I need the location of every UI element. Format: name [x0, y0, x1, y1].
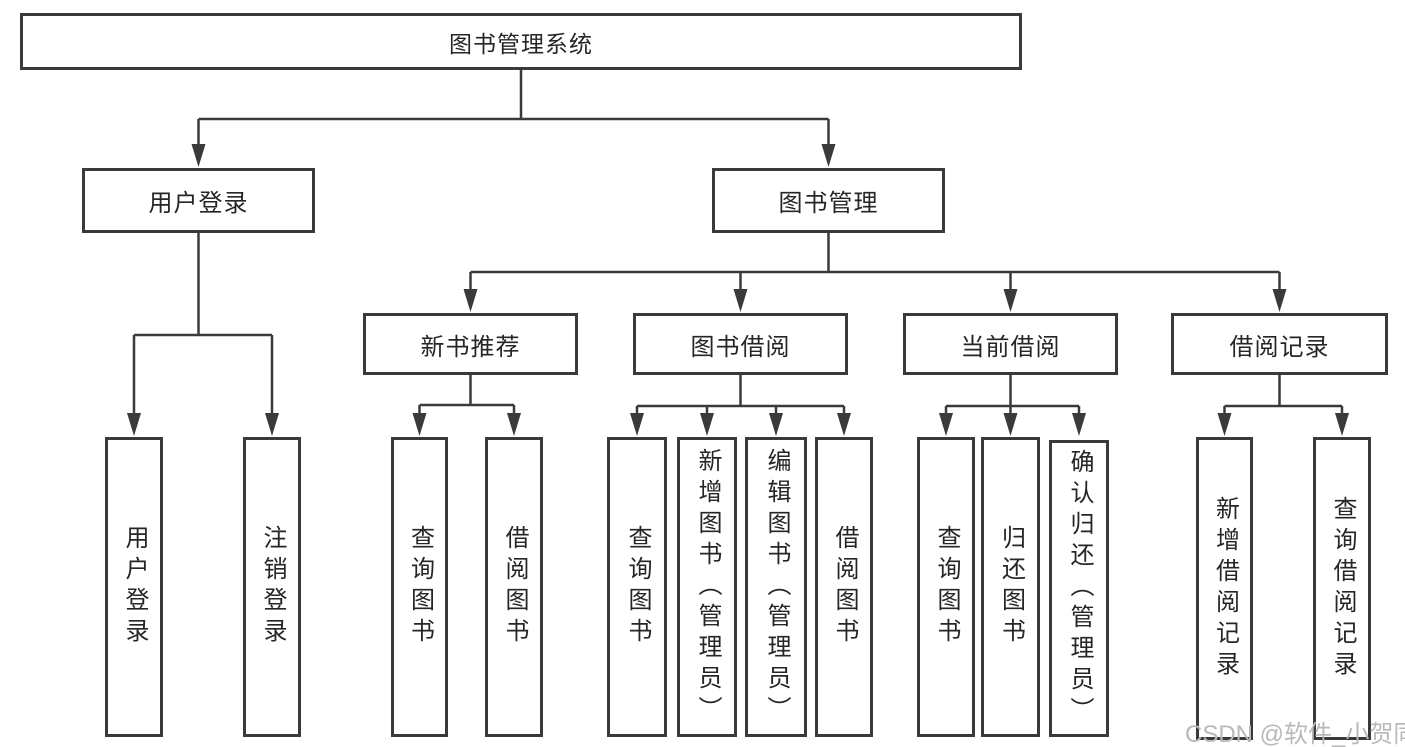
node-root-system: 图书管理系统 — [20, 13, 1022, 70]
arrowhead — [939, 413, 953, 436]
node-label: 图书管理 — [778, 190, 879, 217]
arrowhead — [265, 413, 279, 436]
arrowhead — [1272, 289, 1287, 312]
node-label: 借阅图书 — [501, 525, 528, 649]
node-label: 图书管理系统 — [449, 30, 593, 57]
leaf-query-books-current: 查询图书 — [917, 437, 975, 737]
node-label: 新增借阅记录 — [1211, 495, 1239, 682]
node-label: 当前借阅 — [960, 333, 1061, 361]
node-current-borrow: 当前借阅 — [903, 313, 1118, 375]
node-borrow-records: 借阅记录 — [1171, 313, 1388, 375]
leaf-user-login: 用户登录 — [105, 437, 163, 737]
node-label: 编辑图书（管理员） — [763, 447, 790, 727]
node-label: 确认归还（管理员） — [1066, 449, 1093, 728]
connector-book-borrow-to-leaves — [630, 375, 851, 436]
arrowhead — [1335, 413, 1349, 436]
connector-root-to-level2 — [191, 70, 836, 167]
arrowhead — [769, 413, 783, 436]
connector-user-login-to-leaves — [127, 233, 279, 436]
node-label: 归还图书 — [997, 525, 1025, 649]
node-new-book-recommend: 新书推荐 — [363, 313, 578, 375]
csdn-watermark: CSDN @软件_小贺同学 — [1185, 721, 1405, 747]
leaf-query-borrow-record: 查询借阅记录 — [1313, 437, 1371, 740]
leaf-add-borrow-record: 新增借阅记录 — [1196, 437, 1253, 740]
node-label: 借阅图书 — [831, 525, 858, 649]
arrowhead — [837, 413, 851, 436]
node-label: 查询图书 — [933, 525, 960, 649]
leaf-query-books-recommend: 查询图书 — [391, 437, 448, 737]
node-label: 借阅记录 — [1229, 333, 1330, 361]
node-label: 用户登录 — [148, 190, 249, 217]
node-label: 查询借阅记录 — [1329, 495, 1356, 682]
node-book-borrow: 图书借阅 — [633, 313, 848, 375]
node-label: 图书借阅 — [690, 333, 791, 361]
arrowhead — [507, 413, 521, 436]
arrowhead — [127, 413, 141, 436]
node-label: 查询图书 — [624, 525, 651, 649]
node-book-management-branch: 图书管理 — [712, 168, 945, 233]
node-label: 新增图书（管理员） — [694, 447, 721, 727]
arrowhead — [700, 413, 714, 436]
arrowhead — [1217, 413, 1232, 436]
arrowhead — [1072, 413, 1086, 436]
leaf-confirm-return-admin: 确认归还（管理员） — [1049, 440, 1109, 737]
arrowhead — [191, 144, 206, 167]
leaf-logout: 注销登录 — [243, 437, 301, 737]
node-label: 查询图书 — [406, 525, 434, 649]
leaf-add-books-admin: 新增图书（管理员） — [677, 437, 737, 737]
node-label: 用户登录 — [121, 525, 148, 649]
node-label: 新书推荐 — [420, 333, 521, 361]
connector-current-borrow-to-leaves — [939, 375, 1086, 436]
arrowhead — [733, 289, 748, 312]
connector-borrow-records-to-leaves — [1217, 375, 1349, 436]
arrowhead — [412, 413, 427, 436]
connector-new-books-to-leaves — [412, 375, 521, 436]
leaf-borrow-books: 借阅图书 — [815, 437, 873, 737]
arrowhead — [630, 413, 644, 436]
node-label: 注销登录 — [259, 525, 286, 649]
connector-book-mgmt-to-level3 — [463, 233, 1287, 312]
node-user-login-branch: 用户登录 — [82, 168, 315, 233]
leaf-query-books-borrow: 查询图书 — [607, 437, 667, 737]
arrowhead — [821, 144, 836, 167]
leaf-borrow-books-recommend: 借阅图书 — [485, 437, 543, 737]
arrowhead — [1003, 289, 1018, 312]
arrowhead — [463, 289, 478, 312]
arrowhead — [1003, 413, 1018, 436]
leaf-return-books: 归还图书 — [981, 437, 1040, 737]
leaf-edit-books-admin: 编辑图书（管理员） — [745, 437, 807, 737]
